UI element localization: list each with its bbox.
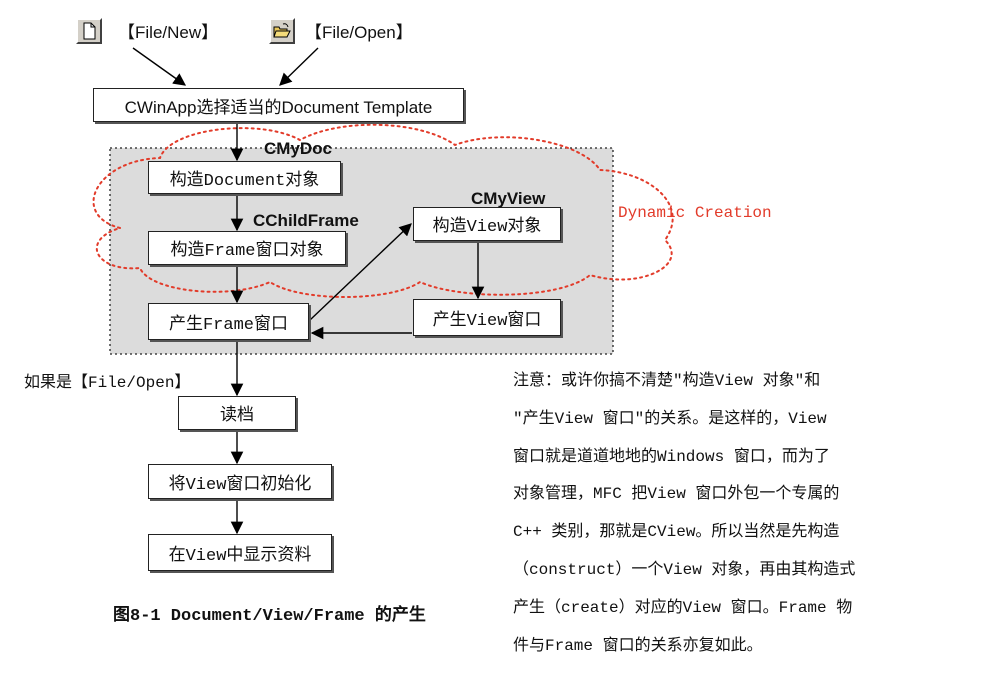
box-show-data: 在View中显示资料: [148, 534, 332, 571]
box-read-file: 读档: [178, 396, 296, 430]
note-line: 注意：或许你搞不清楚"构造View 对象"和: [513, 372, 821, 390]
label-cmyview: CMyView: [471, 189, 546, 208]
note-paragraph: 注意：或许你搞不清楚"构造View 对象"和 "产生View 窗口"的关系。是这…: [513, 368, 963, 670]
note-line: "产生View 窗口"的关系。是这样的，View: [513, 409, 827, 428]
box-construct-document: 构造Document对象: [148, 161, 341, 194]
label-cchildframe: CChildFrame: [253, 211, 359, 230]
box-init-view: 将View窗口初始化: [148, 464, 332, 499]
label-cmydoc: CMyDoc: [264, 139, 333, 158]
arrow-open-to-template: [279, 47, 319, 86]
file-new-label: 【File/New】: [118, 23, 219, 42]
box-create-view: 产生View窗口: [413, 299, 561, 336]
open-folder-icon: [273, 23, 291, 38]
note-line: C++ 类别，那就是CView。所以当然是先构造: [513, 523, 840, 542]
dynamic-creation-label: Dynamic Creation: [618, 204, 772, 222]
file-new-button: [76, 18, 102, 44]
note-line: 窗口就是道道地地的Windows 窗口，而为了: [513, 447, 830, 466]
figure-caption: 图8-1 Document/View/Frame 的产生: [113, 607, 426, 626]
file-open-condition-label: 如果是【File/Open】: [24, 374, 191, 392]
new-document-icon: [83, 22, 96, 40]
arrow-new-to-template: [132, 47, 187, 86]
note-line: 对象管理，MFC 把View 窗口外包一个专属的: [513, 485, 840, 504]
box-document-template: CWinApp选择适当的Document Template: [93, 88, 464, 122]
box-construct-frame: 构造Frame窗口对象: [148, 231, 346, 265]
file-open-button: [269, 18, 295, 44]
note-line: （construct）一个View 对象，再由其构造式: [513, 560, 856, 579]
note-line: 产生（create）对应的View 窗口。Frame 物: [513, 598, 853, 617]
arrow-create-frame-to-view: [309, 223, 412, 321]
file-open-label: 【File/Open】: [305, 23, 413, 42]
box-construct-view: 构造View对象: [413, 207, 561, 241]
note-line: 件与Frame 窗口的关系亦复如此。: [513, 636, 763, 655]
box-create-frame: 产生Frame窗口: [148, 303, 309, 340]
